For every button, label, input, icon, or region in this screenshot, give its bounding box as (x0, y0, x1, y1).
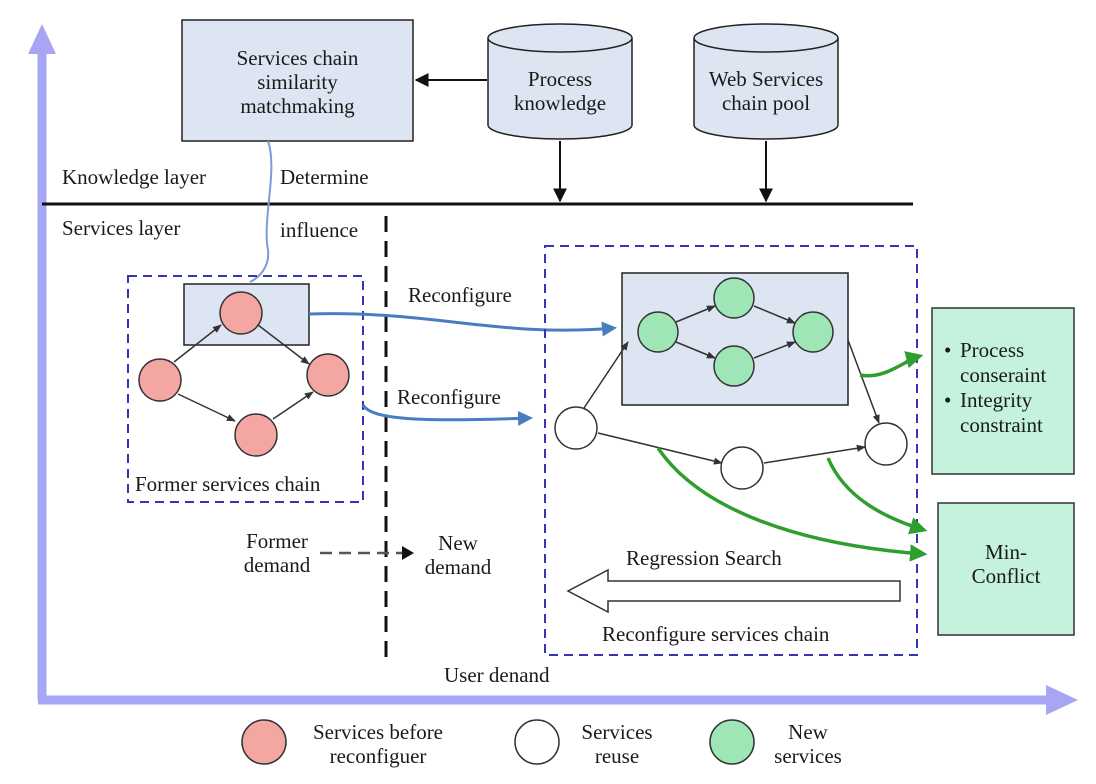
demand-shift-arrowhead (402, 546, 414, 560)
process-knowledge-cylinder (487, 23, 633, 140)
former-edge (257, 324, 310, 365)
x-axis-arrowhead (1046, 685, 1078, 715)
reconfigured-chain-container (544, 245, 918, 656)
regression-search-label: Regression Search (626, 546, 782, 570)
new-demand-label: New demand (406, 529, 510, 581)
knowledge-layer-label: Knowledge layer (62, 165, 207, 189)
service-node-new (713, 345, 755, 387)
to-constraints-arrow (859, 351, 924, 378)
influence-label: influence (280, 218, 359, 242)
legend-before-swatch (241, 719, 287, 765)
legend-line: Services (581, 720, 653, 744)
new-demand-line: demand (424, 555, 492, 579)
former-edge (272, 391, 314, 420)
bullet: • (944, 388, 952, 412)
former-demand-line: Former (246, 529, 308, 553)
service-node-before (219, 291, 263, 335)
web-services-pool-label: Web Services chain pool (690, 66, 842, 116)
constraint-text: Process (960, 338, 1025, 362)
former-edge (173, 324, 222, 363)
process-knowledge-line: knowledge (513, 91, 607, 115)
constraint-text: constraint (960, 413, 1043, 437)
determine-label: Determine (280, 165, 369, 189)
constraints-box (931, 307, 1075, 475)
reuse-edge (763, 444, 866, 464)
legend-new-label: New services (758, 718, 858, 770)
former-demand-line: demand (243, 553, 311, 577)
constraint-text: conseraint (960, 363, 1047, 387)
new-edge (675, 341, 716, 359)
service-node-new (713, 277, 755, 319)
min-conflict-box (937, 502, 1075, 636)
legend-before-label: Services before reconfiguer (292, 718, 464, 770)
service-node-before (234, 413, 278, 457)
constraint-item: conseraint (944, 363, 1046, 388)
determine-influence-link (249, 140, 273, 283)
service-node-new (792, 311, 834, 353)
reconfigure-arrow-top (308, 312, 617, 337)
former-chain-container (127, 275, 364, 503)
reconfigure-top-label: Reconfigure (408, 283, 512, 307)
min-conflict-line: Conflict (971, 564, 1041, 588)
legend-line: New (788, 720, 828, 744)
legend-line: reuse (594, 744, 640, 768)
y-axis-arrowhead (28, 24, 56, 54)
new-edge (753, 341, 796, 359)
reuse-edge (847, 339, 880, 424)
constraint-item: • Integrity (944, 388, 1046, 413)
legend-line: reconfiguer (329, 744, 427, 768)
reuse-edge (583, 341, 629, 409)
reconfigured-chain-label: Reconfigure services chain (602, 622, 830, 646)
bullet: • (944, 338, 952, 362)
process-knowledge-line: Process (527, 67, 593, 91)
constraints-list: • Process conseraint • Integrity constra… (944, 338, 1046, 438)
legend-line: Services before (312, 720, 444, 744)
former-chain-label: Former services chain (135, 472, 321, 496)
legend-reuse-swatch (514, 719, 560, 765)
regression-search-arrow (566, 568, 901, 614)
constraint-item: • Process (944, 338, 1046, 363)
service-node-before (138, 358, 182, 402)
service-node-reuse (864, 422, 908, 466)
service-node-reuse (720, 446, 764, 490)
to-min-conflict-arrow (656, 447, 928, 562)
legend-new-swatch (709, 719, 755, 765)
service-node-reuse (554, 406, 598, 450)
similarity-matchmaking-box (181, 19, 414, 142)
web-services-pool-line: Web Services (708, 67, 824, 91)
service-node-new (637, 311, 679, 353)
legend-reuse-label: Services reuse (564, 718, 670, 770)
reconfigure-arrow-bottom (361, 404, 533, 426)
similarity-matchmaking-label: Services chain similarity matchmaking (182, 40, 413, 124)
similarity-line: Services chain (236, 46, 359, 70)
former-demand-label: Former demand (222, 527, 332, 579)
similarity-line: similarity (257, 70, 338, 94)
service-node-before (306, 353, 350, 397)
similarity-line: matchmaking (240, 94, 355, 118)
former-edge (177, 393, 236, 422)
reconfigure-bottom-label: Reconfigure (397, 385, 501, 409)
user-demand-label: User denand (444, 663, 550, 687)
new-edge (753, 305, 796, 324)
constraint-item: constraint (944, 413, 1046, 438)
web-services-pool-line: chain pool (721, 91, 811, 115)
new-demand-line: New (438, 531, 478, 555)
constraint-text: Integrity (960, 388, 1033, 412)
min-conflict-line: Min- (985, 540, 1027, 564)
new-edge (675, 305, 716, 323)
services-layer-label: Services layer (62, 216, 181, 240)
legend-line: services (774, 744, 842, 768)
process-knowledge-label: Process knowledge (488, 66, 632, 116)
web-services-pool-cylinder (693, 23, 839, 140)
min-conflict-label: Min- Conflict (938, 538, 1074, 590)
to-min-conflict-arrow (826, 457, 928, 535)
